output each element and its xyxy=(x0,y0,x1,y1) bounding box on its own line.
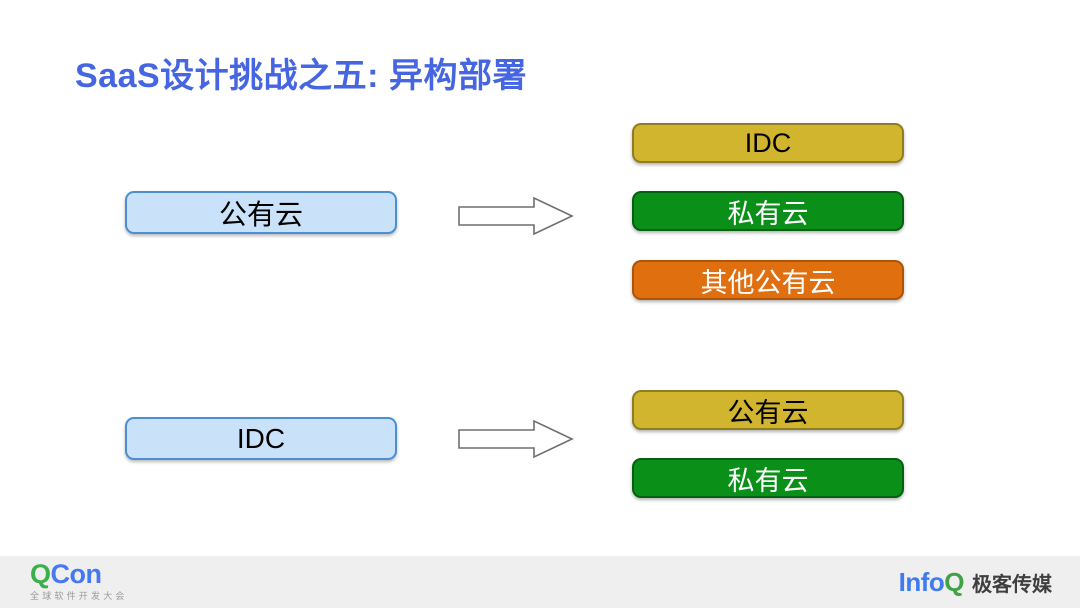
right-arrow-icon xyxy=(458,419,574,459)
source-box-public-cloud: 公有云 xyxy=(125,191,397,234)
source-box-public-cloud-label: 公有云 xyxy=(218,199,303,231)
target-box-other-public-cloud-label: 其他公有云 xyxy=(700,267,836,298)
target-box-idc: IDC xyxy=(632,123,904,163)
target-box-idc-label: IDC xyxy=(744,127,792,158)
target-box-private-cloud-label: 私有云 xyxy=(727,198,809,229)
infoq-logo: InfoQ 极客传媒 xyxy=(899,556,1052,608)
infoq-logo-info: Info xyxy=(898,566,945,597)
right-arrow-icon xyxy=(458,196,574,236)
target-box-public-cloud-label: 公有云 xyxy=(727,397,809,428)
target-box-public-cloud: 公有云 xyxy=(632,390,904,430)
infoq-logo-q: Q xyxy=(944,566,964,597)
target-box-private-cloud: 私有云 xyxy=(632,191,904,231)
footer-bar: QCon 全球软件开发大会 InfoQ 极客传媒 xyxy=(0,556,1080,608)
source-box-idc: IDC xyxy=(125,417,397,460)
qcon-logo-q: Q xyxy=(30,559,51,589)
infoq-logo-wordmark: InfoQ xyxy=(898,566,965,598)
qcon-logo-wordmark: QCon xyxy=(30,559,128,589)
source-box-idc-label: IDC xyxy=(236,422,286,454)
qcon-logo: QCon 全球软件开发大会 xyxy=(30,561,128,602)
qcon-logo-subtitle: 全球软件开发大会 xyxy=(30,591,128,601)
target-box-private-cloud-2: 私有云 xyxy=(632,458,904,498)
target-box-other-public-cloud: 其他公有云 xyxy=(632,260,904,300)
infoq-brand-text: 极客传媒 xyxy=(972,573,1052,596)
target-box-private-cloud-2-label: 私有云 xyxy=(727,465,809,496)
qcon-logo-con: Con xyxy=(50,559,102,589)
page-title: SaaS设计挑战之五: 异构部署 xyxy=(75,57,527,95)
